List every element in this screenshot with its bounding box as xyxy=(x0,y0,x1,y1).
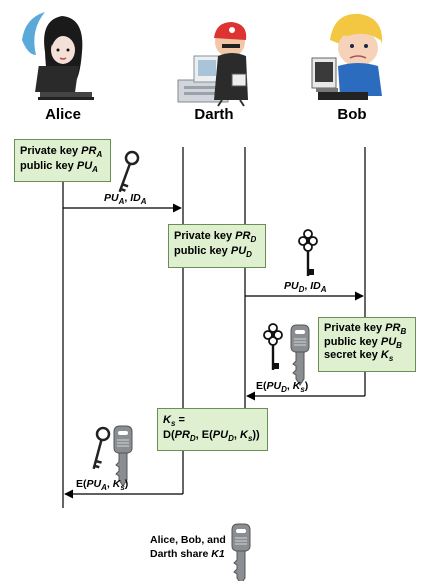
darth-compute-box: Ks = D(PRD, E(PUD, Ks)) xyxy=(157,408,268,451)
alice-avatar xyxy=(22,12,94,100)
skeleton-key-icon xyxy=(112,149,141,196)
footer-line-1: Alice, Bob, and xyxy=(150,534,226,546)
alice-keys-box: Private key PRA public key PUA xyxy=(14,139,111,182)
message-label-1: PUA, IDA xyxy=(104,192,147,206)
bob-avatar xyxy=(311,13,383,100)
actor-darth: Darth xyxy=(194,106,234,123)
darth-keys-box: Private key PRD public key PUD xyxy=(168,224,266,268)
skeleton-key-icon xyxy=(86,425,112,472)
ornate-key-icon xyxy=(262,322,284,372)
ornate-key-icon xyxy=(297,228,319,278)
footer-key-name: K1 xyxy=(211,548,225,560)
house-key-icon xyxy=(113,425,133,487)
actor-bob: Bob xyxy=(337,106,367,123)
footer-note: Alice, Bob, and Darth share K1 xyxy=(150,533,226,561)
actor-alice: Alice xyxy=(45,106,81,123)
bob-keys-box: Private key PRB public key PUB secret ke… xyxy=(318,317,416,372)
house-key-icon xyxy=(231,523,251,581)
house-key-icon xyxy=(290,324,310,386)
footer-line-2: Darth share xyxy=(150,548,212,560)
message-label-3: E(PUD, Ks) xyxy=(256,380,309,394)
message-label-4: E(PUA, Ks) xyxy=(76,478,129,492)
message-label-2: PUD, IDA xyxy=(284,280,327,294)
darth-avatar xyxy=(177,22,248,107)
